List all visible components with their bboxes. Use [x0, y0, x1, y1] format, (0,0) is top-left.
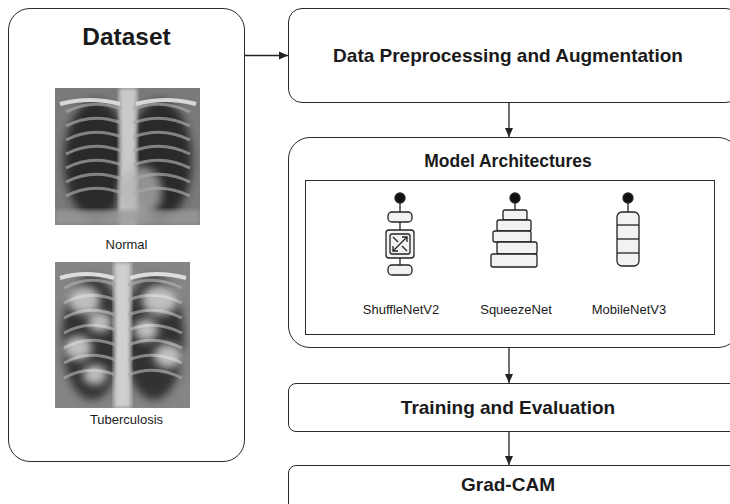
process-box: Grad-CAM [288, 465, 730, 504]
process-box: DatasetNormalTuberculosis [8, 8, 245, 462]
flow-arrow [508, 103, 509, 137]
box-title: Model Architectures [289, 151, 727, 172]
image-caption: Tuberculosis [9, 412, 244, 427]
model-name: MobileNetV3 [592, 302, 666, 317]
model-name: ShuffleNetV2 [363, 302, 439, 317]
model-name: SqueezeNet [480, 302, 552, 317]
box-title: Training and Evaluation [401, 397, 615, 419]
tuberculosis-xray [55, 262, 190, 408]
model-icons [386, 193, 639, 275]
flow-arrow [508, 348, 509, 383]
process-box: Data Preprocessing and Augmentation [288, 8, 730, 103]
box-title: Dataset [9, 23, 244, 51]
box-title: Data Preprocessing and Augmentation [333, 45, 683, 67]
normal-xray [55, 88, 200, 225]
image-caption: Normal [9, 237, 244, 252]
flow-arrow [508, 432, 509, 465]
model-panel: ShuffleNetV2 SqueezeNet MobileNetV3 [305, 180, 715, 335]
process-box: Training and Evaluation [288, 383, 730, 432]
flow-arrow [245, 55, 288, 56]
box-title: Grad-CAM [461, 474, 555, 496]
process-box: Model ArchitecturesShuffleNetV2 SqueezeNe… [288, 137, 730, 348]
